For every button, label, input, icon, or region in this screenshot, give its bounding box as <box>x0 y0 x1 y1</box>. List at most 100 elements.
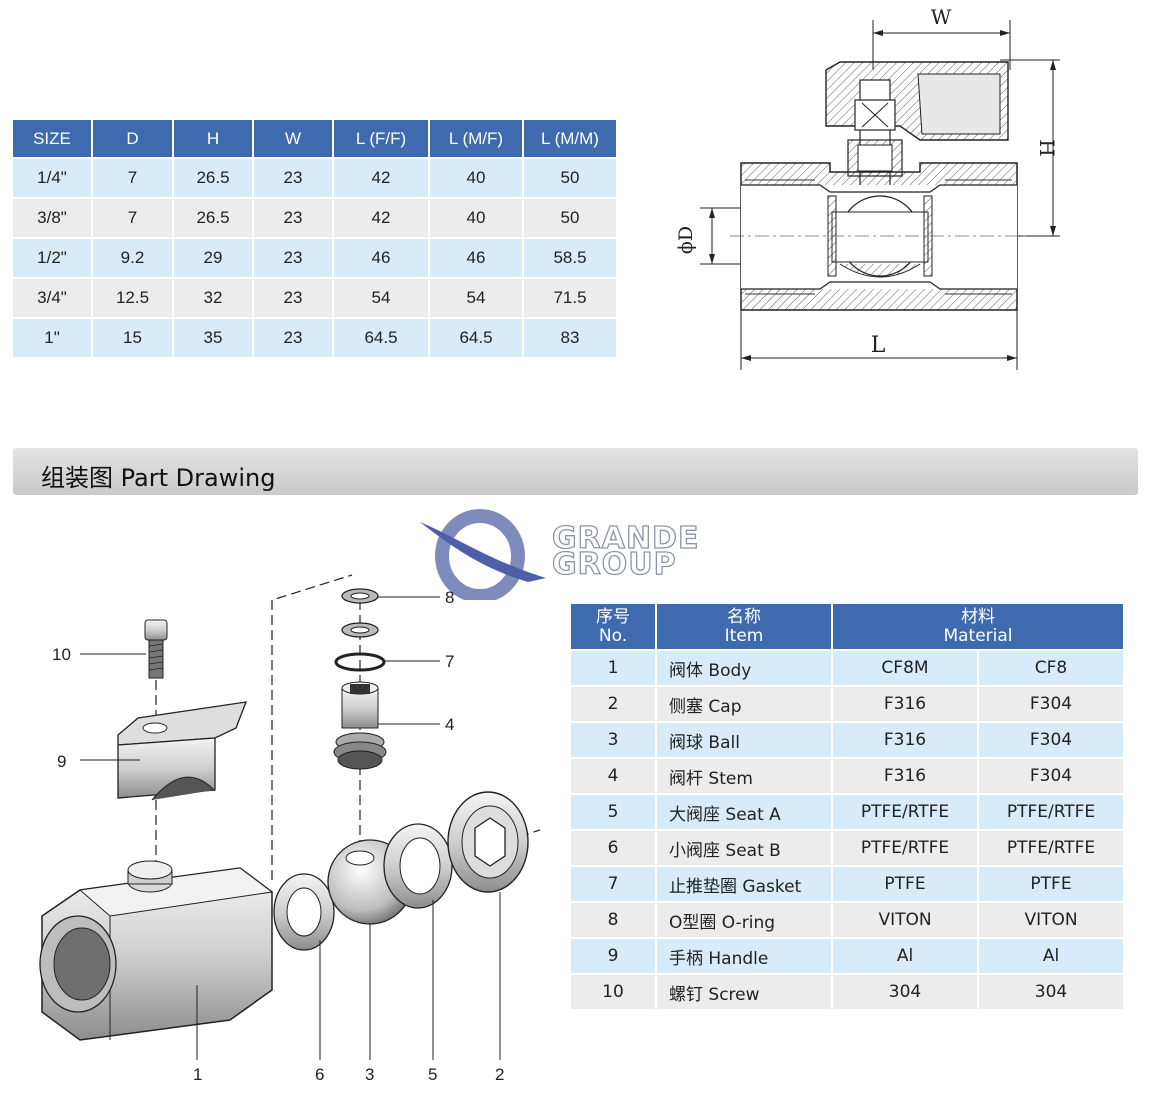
cell-item: 阀体 Body <box>657 649 833 685</box>
cell-material-a: 304 <box>833 973 979 1009</box>
cell-no: 1 <box>571 649 657 685</box>
cell-size: 1/2" <box>13 237 93 277</box>
part-o-ring <box>341 588 379 638</box>
cell-size: 1" <box>13 317 93 357</box>
callout-5: 5 <box>428 1065 437 1084</box>
header-material-zh: 材料 <box>961 606 995 627</box>
material-table: 序号 No. 名称 Item 材料 Material 1 阀体 Body CF8… <box>571 604 1125 1009</box>
cell-material-b: 304 <box>979 973 1125 1009</box>
cell-l-mf: 40 <box>430 197 524 237</box>
cell-h: 35 <box>174 317 254 357</box>
table-row: 3/8" 7 26.5 23 42 40 50 <box>13 197 618 237</box>
cell-item: 止推垫圈 Gasket <box>657 865 833 901</box>
logo-text-line2: GROUP <box>551 547 677 582</box>
cell-material-a: F316 <box>833 757 979 793</box>
cell-material-b: PTFE/RTFE <box>979 793 1125 829</box>
header-size: SIZE <box>13 120 93 157</box>
cell-item: 阀杆 Stem <box>657 757 833 793</box>
section-title: 组装图 Part Drawing <box>41 464 276 492</box>
cell-material-a: VITON <box>833 901 979 937</box>
header-l-mm: L (M/M) <box>524 120 618 157</box>
callout-1: 1 <box>193 1065 202 1084</box>
cell-w: 23 <box>254 237 334 277</box>
cell-no: 8 <box>571 901 657 937</box>
body-section <box>730 162 1030 311</box>
part-handle <box>117 701 248 801</box>
cell-no: 3 <box>571 721 657 757</box>
table-row: 1" 15 35 23 64.5 64.5 83 <box>13 317 618 357</box>
callout-9: 9 <box>57 752 66 771</box>
header-item: 名称 Item <box>657 604 833 649</box>
cell-material-b: F304 <box>979 685 1125 721</box>
callout-3: 3 <box>365 1065 374 1084</box>
cell-no: 7 <box>571 865 657 901</box>
l-dimension: L <box>740 300 1018 370</box>
header-no-zh: 序号 <box>596 606 630 627</box>
cell-material-a: Al <box>833 937 979 973</box>
cell-no: 4 <box>571 757 657 793</box>
cell-material-b: PTFE/RTFE <box>979 829 1125 865</box>
cell-item: 大阀座 Seat A <box>657 793 833 829</box>
callout-6: 6 <box>315 1065 324 1084</box>
header-l-mf: L (M/F) <box>430 120 524 157</box>
section-header-bar: 组装图 Part Drawing <box>13 448 1138 495</box>
cell-material-a: PTFE/RTFE <box>833 829 979 865</box>
table-row: 1 阀体 Body CF8M CF8 <box>571 649 1125 685</box>
cell-size: 1/4" <box>13 157 93 197</box>
cell-size: 3/4" <box>13 277 93 317</box>
w-dimension: W <box>872 5 1011 70</box>
table-row: 5 大阀座 Seat A PTFE/RTFE PTFE/RTFE <box>571 793 1125 829</box>
cell-item: 侧塞 Cap <box>657 685 833 721</box>
header-d: D <box>93 120 174 157</box>
exploded-parts-drawing: 10 9 8 7 4 1 6 3 5 2 <box>39 574 541 1084</box>
cell-material-a: PTFE/RTFE <box>833 793 979 829</box>
cell-w: 23 <box>254 197 334 237</box>
cell-w: 23 <box>254 317 334 357</box>
part-body <box>39 860 274 1041</box>
cell-material-b: Al <box>979 937 1125 973</box>
h-label: H <box>1035 139 1059 156</box>
callout-10: 10 <box>52 645 71 664</box>
part-stem <box>333 681 387 770</box>
cell-h: 26.5 <box>174 157 254 197</box>
part-seat-b <box>273 873 335 951</box>
cell-no: 2 <box>571 685 657 721</box>
cell-item: 螺钉 Screw <box>657 973 833 1009</box>
cell-size: 3/8" <box>13 197 93 237</box>
cell-h: 26.5 <box>174 197 254 237</box>
cell-d: 7 <box>93 157 174 197</box>
cell-l-ff: 54 <box>334 277 430 317</box>
cell-l-mm: 58.5 <box>524 237 618 277</box>
table-row: 9 手柄 Handle Al Al <box>571 937 1125 973</box>
h-dimension: H <box>1000 59 1060 237</box>
part-cap <box>447 791 529 893</box>
header-item-zh: 名称 <box>727 606 761 627</box>
cell-l-ff: 64.5 <box>334 317 430 357</box>
cell-material-a: F316 <box>833 685 979 721</box>
header-h: H <box>174 120 254 157</box>
part-seat-a <box>383 823 453 909</box>
l-label: L <box>871 333 886 358</box>
cell-w: 23 <box>254 277 334 317</box>
table-row: 3 阀球 Ball F316 F304 <box>571 721 1125 757</box>
table-row: 1/4" 7 26.5 23 42 40 50 <box>13 157 618 197</box>
table-row: 1/2" 9.2 29 23 46 46 58.5 <box>13 237 618 277</box>
header-material-en: Material <box>943 625 1013 646</box>
cell-l-mm: 50 <box>524 157 618 197</box>
table-row: 7 止推垫圈 Gasket PTFE PTFE <box>571 865 1125 901</box>
cell-no: 5 <box>571 793 657 829</box>
cell-l-mm: 50 <box>524 197 618 237</box>
table-row: 10 螺钉 Screw 304 304 <box>571 973 1125 1009</box>
handle-section <box>825 61 1009 141</box>
d-label: ϕD <box>675 226 697 254</box>
header-material: 材料 Material <box>833 604 1125 649</box>
callout-7: 7 <box>445 652 454 671</box>
table-row: 2 侧塞 Cap F316 F304 <box>571 685 1125 721</box>
cell-d: 9.2 <box>93 237 174 277</box>
cell-l-ff: 46 <box>334 237 430 277</box>
w-label: W <box>931 5 952 29</box>
cell-material-a: CF8M <box>833 649 979 685</box>
material-table-header: 序号 No. 名称 Item 材料 Material <box>571 604 1125 649</box>
part-gasket <box>334 652 386 672</box>
size-table-header: SIZE D H W L (F/F) L (M/F) L (M/M) <box>13 120 618 157</box>
